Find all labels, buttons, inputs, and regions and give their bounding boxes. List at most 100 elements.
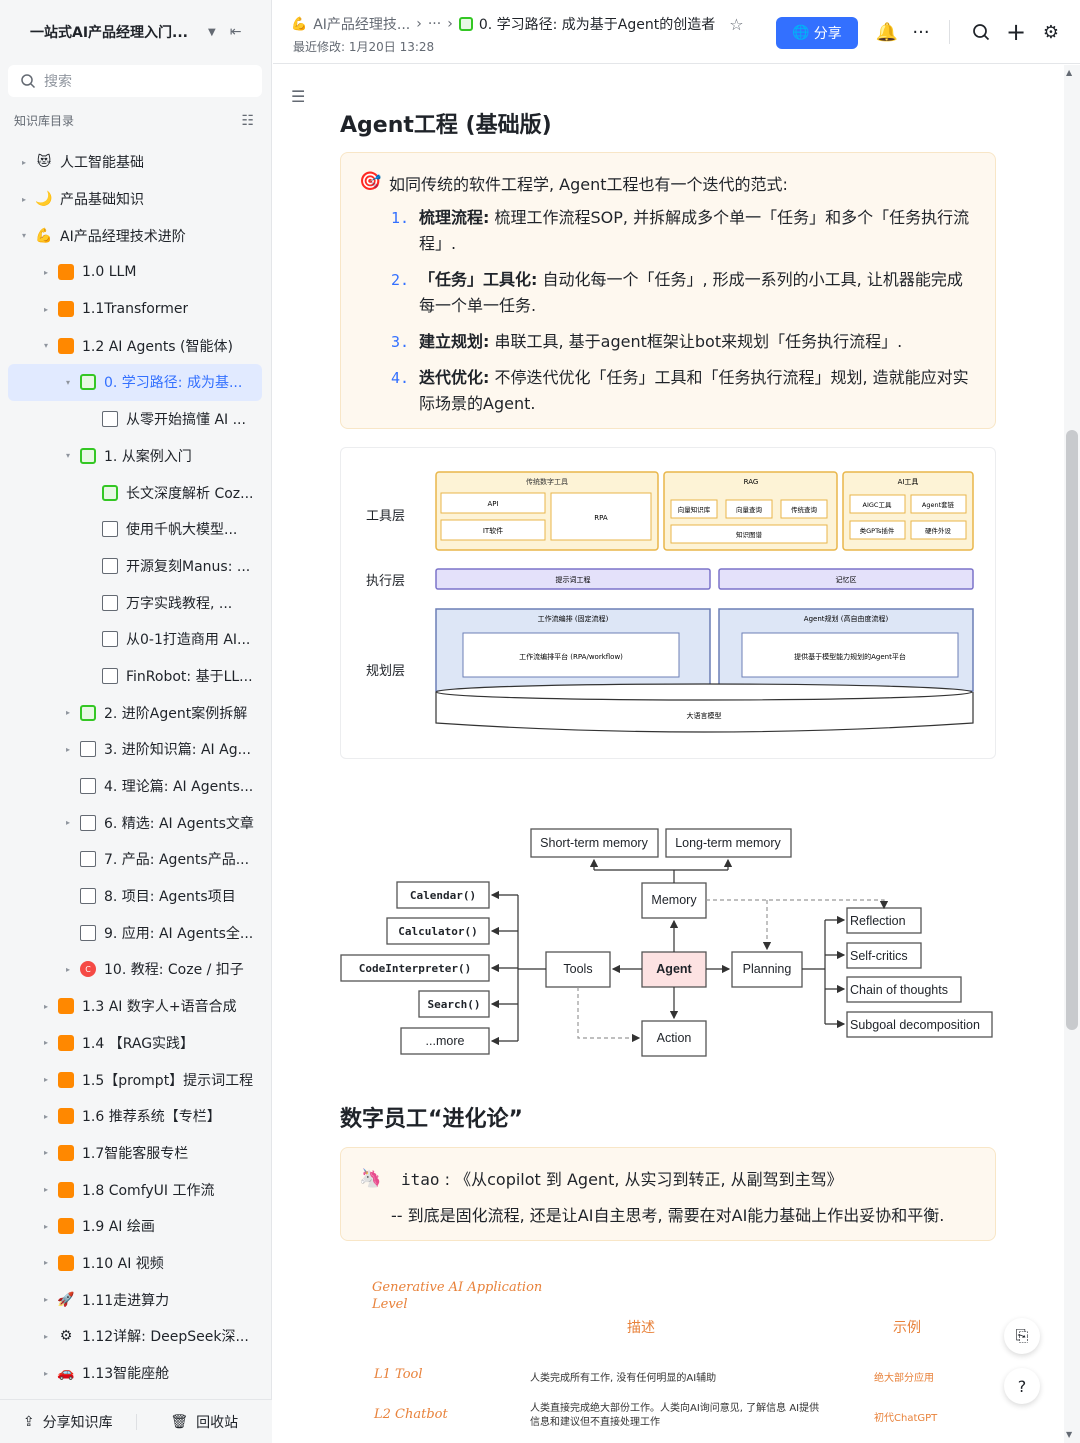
caret-down-icon[interactable]: ▾	[43, 341, 48, 351]
caret-right-icon[interactable]: ▸	[65, 744, 70, 754]
tree-item[interactable]: 7. 产品: Agents产品...	[8, 841, 262, 878]
caret-down-icon[interactable]: ▾	[21, 231, 26, 241]
tree-item[interactable]: ▸⚙1.12详解: DeepSeek深...	[8, 1318, 262, 1355]
search-icon[interactable]	[969, 20, 993, 44]
tree-item[interactable]: 8. 项目: Agents项目	[8, 878, 262, 915]
scroll-down-icon[interactable]: ▼	[1066, 1430, 1073, 1439]
tree-item-label: 3. 进阶知识篇: AI Ag...	[104, 742, 251, 759]
tree-item[interactable]: ▸1.1Transformer	[8, 291, 262, 328]
caret-right-icon[interactable]: ▸	[43, 1295, 48, 1305]
tree-item[interactable]: 9. 应用: AI Agents全...	[8, 914, 262, 951]
star-icon[interactable]: ☆	[729, 14, 744, 34]
caret-right-icon[interactable]: ▸	[43, 1368, 48, 1378]
caret-right-icon[interactable]: ▸	[43, 1258, 48, 1268]
tree-item[interactable]: ▸1.10 AI 视频	[8, 1245, 262, 1282]
tree-item[interactable]: ▾0. 学习路径: 成为基...	[8, 364, 262, 401]
scroll-up-icon[interactable]: ▲	[1066, 68, 1073, 77]
tree-item[interactable]: ▸🚗1.13智能座舱	[8, 1355, 262, 1392]
tree-item[interactable]: ▾1.2 AI Agents (智能体)	[8, 327, 262, 364]
tool-box	[849, 494, 906, 514]
layer-label: 规划层	[366, 664, 405, 679]
caret-right-icon[interactable]: ▸	[43, 1111, 48, 1121]
tree-item[interactable]: ▸1.7智能客服专栏	[8, 1135, 262, 1172]
caret-down-icon[interactable]: ▾	[65, 377, 70, 387]
tool-box	[780, 499, 828, 519]
tree-item[interactable]: ▾1. 从案例入门	[8, 438, 262, 475]
more-icon[interactable]: ···	[912, 21, 930, 43]
caret-right-icon[interactable]: ▸	[65, 708, 70, 718]
tree-item[interactable]: ▸1.9 AI 绘画	[8, 1208, 262, 1245]
tree-item[interactable]: ▸1.0 LLM	[8, 254, 262, 291]
tree-item[interactable]: 从零开始搞懂 AI ...	[8, 401, 262, 438]
help-icon[interactable]: ?	[1004, 1368, 1040, 1404]
breadcrumb-more[interactable]: ···	[427, 16, 442, 32]
tree-item[interactable]: ▸🌙产品基础知识	[8, 181, 262, 218]
caret-right-icon[interactable]: ▸	[43, 1185, 48, 1195]
callout-agent-engineering: 🎯 如同传统的软件工程学, Agent工程也有一个迭代的范式: 1.梳理流程: …	[340, 152, 996, 429]
tree-item[interactable]: ▸1.4 【RAG实践】	[8, 1025, 262, 1062]
bell-icon[interactable]: 🔔	[875, 21, 899, 43]
tool-label: RPA	[594, 514, 608, 522]
wiki-title[interactable]: 一站式AI产品经理入门...	[30, 25, 188, 41]
memory-box	[641, 882, 707, 919]
tool-label: 向量知识库	[678, 505, 711, 514]
caret-right-icon[interactable]: ▸	[43, 304, 48, 314]
action-box	[641, 1020, 707, 1057]
tree-item-label: 6. 精选: AI Agents文章	[104, 815, 254, 832]
caret-right-icon[interactable]: ▸	[65, 818, 70, 828]
collapse-sidebar-icon[interactable]: ⇤	[229, 24, 242, 40]
tree-item[interactable]: 开源复刻Manus: ...	[8, 548, 262, 585]
caret-right-icon[interactable]: ▸	[43, 1331, 48, 1341]
tree-item[interactable]: ▸1.6 推荐系统【专栏】	[8, 1098, 262, 1135]
caret-right-icon[interactable]: ▸	[21, 157, 26, 167]
caret-right-icon[interactable]: ▸	[43, 1221, 48, 1231]
add-icon[interactable]: +	[1005, 18, 1027, 46]
tree-item[interactable]: 从0-1打造商用 AI...	[8, 621, 262, 658]
caret-right-icon[interactable]: ▸	[65, 964, 70, 974]
author-separator: :	[444, 1170, 451, 1189]
tree-item[interactable]: ▸ 6. 精选: AI Agents文章	[8, 804, 262, 841]
tree-item[interactable]: ▸ 1.5【prompt】提示词工程	[8, 1061, 262, 1098]
tree-item[interactable]: ▸😻人工智能基础	[8, 144, 262, 181]
tree-item[interactable]: ▸1.3 AI 数字人+语音合成	[8, 988, 262, 1025]
share-wiki-button[interactable]: ⇪ 分享知识库	[0, 1412, 136, 1432]
caret-down-icon[interactable]: ▾	[65, 451, 70, 461]
caret-right-icon[interactable]: ▸	[21, 194, 26, 204]
tree-item[interactable]: ▸ 3. 进阶知识篇: AI Ag...	[8, 731, 262, 768]
scrollbar-thumb[interactable]	[1066, 430, 1078, 1030]
doc-green-icon	[80, 374, 96, 391]
bitable-icon	[80, 851, 96, 868]
tree-item[interactable]: 长文深度解析 Coz...	[8, 474, 262, 511]
tool-box	[440, 492, 546, 514]
catalog-view-icon[interactable]: ☷	[241, 112, 254, 129]
tree-item[interactable]: ▸1.8 ComfyUI 工作流	[8, 1171, 262, 1208]
tree-item[interactable]: 4. 理论篇: AI Agents...	[8, 768, 262, 805]
breadcrumb-current[interactable]: 0. 学习路径: 成为基于Agent的创造者	[478, 17, 716, 33]
folder-icon: 💪	[291, 16, 308, 32]
caret-right-icon[interactable]: ▸	[43, 1148, 48, 1158]
share-button[interactable]: 🌐 分享	[776, 17, 858, 49]
tools-label: Tools	[563, 962, 592, 976]
tree-item[interactable]: 万字实践教程, ...	[8, 584, 262, 621]
tree-item[interactable]: ▸🚀1.11走进算力	[8, 1281, 262, 1318]
document-icon	[80, 741, 96, 758]
tool-item-label: CodeInterpreter()	[359, 962, 472, 975]
breadcrumb-parent[interactable]: AI产品经理技...	[313, 17, 411, 33]
caret-right-icon[interactable]: ▸	[43, 267, 48, 277]
search-input[interactable]: 搜索	[8, 65, 262, 97]
plan-inner-label: 提供基于模型能力规划的Agent平台	[794, 652, 906, 661]
chevron-down-icon[interactable]: ▼	[208, 26, 216, 38]
caret-right-icon[interactable]: ▸	[43, 1038, 48, 1048]
tree-item[interactable]: 使用千帆大模型...	[8, 511, 262, 548]
outline-icon[interactable]: ☰	[291, 87, 306, 106]
comment-panel-icon[interactable]: ⎘	[1004, 1318, 1040, 1354]
tree-item[interactable]: ▸2. 进阶Agent案例拆解	[8, 694, 262, 731]
caret-right-icon[interactable]: ▸	[43, 1001, 48, 1011]
settings-icon[interactable]: ⚙	[1042, 21, 1060, 43]
tree-item-label: 1.5【prompt】提示词工程	[82, 1072, 254, 1089]
trash-button[interactable]: 🗑 回收站	[137, 1412, 273, 1432]
caret-right-icon[interactable]: ▸	[43, 1075, 48, 1085]
tree-item[interactable]: ▾💪AI产品经理技术进阶	[8, 217, 262, 254]
tree-item[interactable]: FinRobot: 基于LL...	[8, 658, 262, 695]
